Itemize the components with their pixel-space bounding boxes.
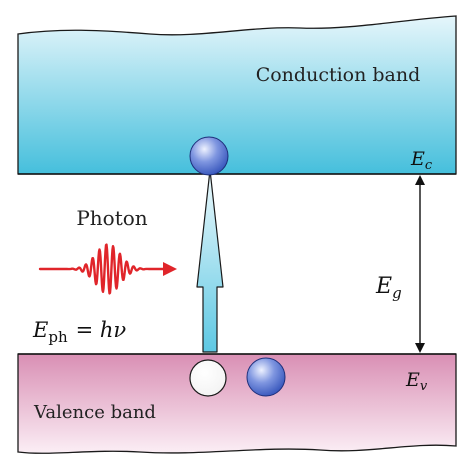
photon-wave-line <box>38 243 168 295</box>
valence-band-label: Valence band <box>33 402 156 423</box>
hole-valence <box>189 359 227 397</box>
photon-energy-equation: Eph= hν <box>32 318 126 346</box>
photon-label: Photon <box>76 206 147 230</box>
photon-arrowhead <box>163 262 177 276</box>
ec-label: Ec <box>410 148 433 173</box>
valence-band <box>17 353 457 454</box>
conduction-band-label: Conduction band <box>256 64 421 86</box>
electron-valence <box>246 357 286 397</box>
electron-conduction <box>189 136 229 176</box>
eg-label: Eg <box>375 274 402 302</box>
excitation-arrow <box>196 169 224 353</box>
conduction-band <box>17 15 457 175</box>
ev-label: Ev <box>405 369 428 394</box>
photon-wave <box>38 243 177 295</box>
